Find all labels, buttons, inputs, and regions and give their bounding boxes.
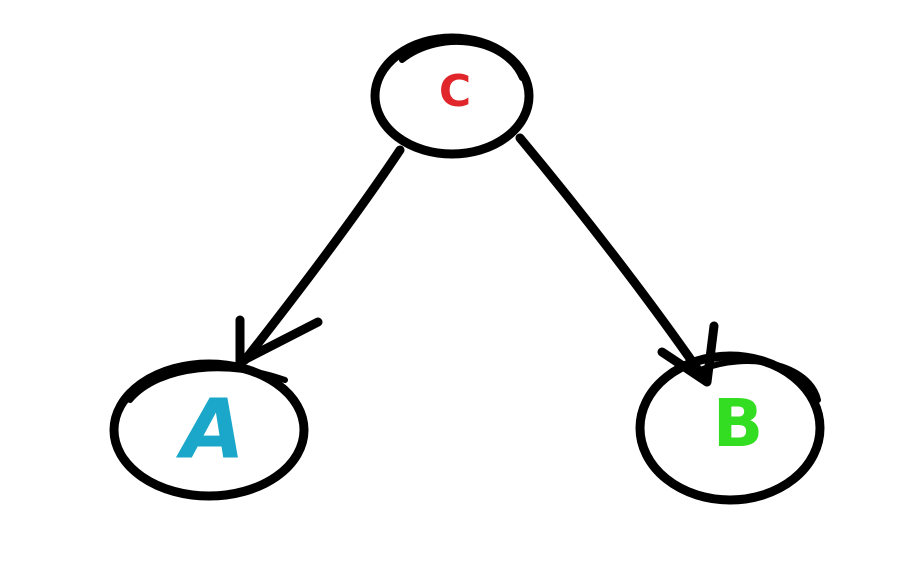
node-b-outline-overdraw bbox=[697, 358, 821, 403]
edge-c-to-b-arrowhead bbox=[657, 321, 719, 387]
node-a[interactable]: A bbox=[109, 359, 309, 501]
node-a-outline bbox=[109, 359, 309, 501]
node-c-outline bbox=[370, 33, 534, 159]
node-b-label: B bbox=[713, 385, 763, 462]
node-a-label: A bbox=[175, 382, 244, 477]
node-c-outline-overdraw bbox=[399, 38, 525, 81]
edge-c-to-b-line bbox=[515, 133, 710, 385]
node-a-outline-overdraw bbox=[127, 365, 288, 403]
edge-c-to-a-arrowhead bbox=[235, 315, 323, 367]
edge-c-to-a bbox=[235, 145, 405, 367]
edge-c-to-b bbox=[515, 133, 719, 387]
node-c-label: C bbox=[439, 66, 471, 117]
node-c[interactable]: C bbox=[370, 33, 534, 159]
node-b[interactable]: B bbox=[635, 351, 825, 505]
edge-c-to-a-line bbox=[240, 145, 405, 365]
node-b-outline bbox=[635, 351, 825, 505]
